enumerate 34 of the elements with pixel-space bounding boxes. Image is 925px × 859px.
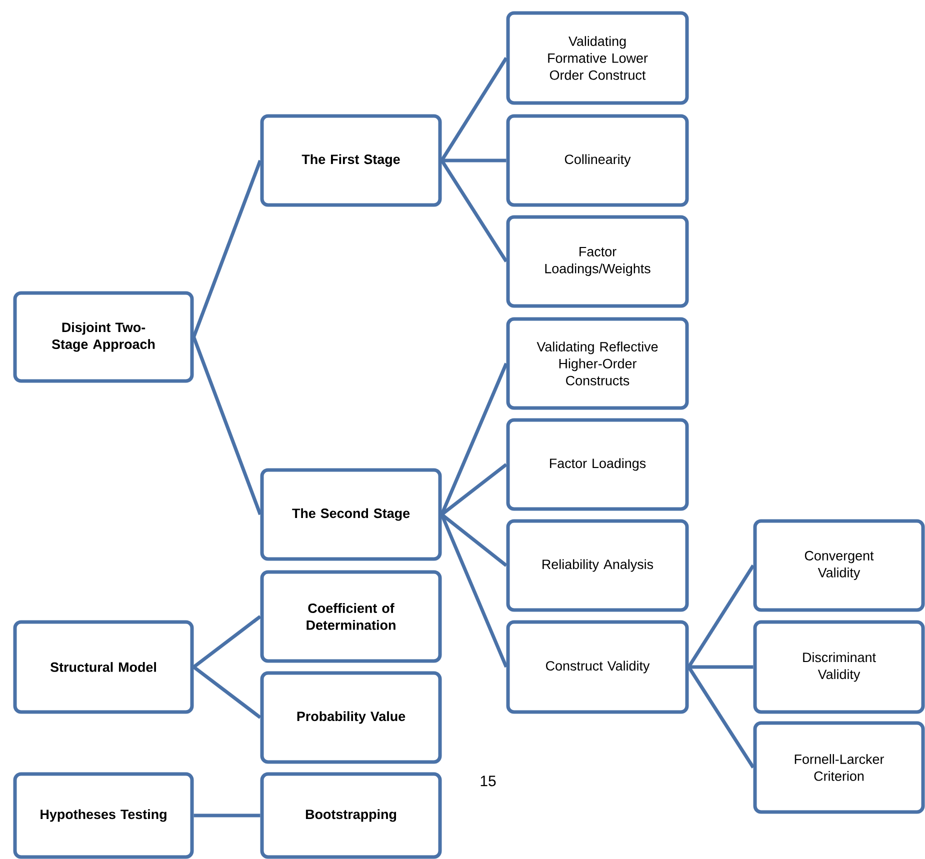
connector-line [440, 57, 508, 162]
connector-line [192, 336, 262, 516]
stage-box: The First Stage [260, 114, 442, 207]
item-box: Discriminant Validity [753, 620, 925, 714]
connector-line [192, 160, 262, 338]
connector-line [440, 463, 508, 516]
item-box: Factor Loadings [506, 418, 689, 511]
stage-box: Bootstrapping [260, 772, 442, 859]
stage-box: Hypotheses Testing [13, 772, 194, 859]
connector-line [440, 160, 508, 262]
connector-line [687, 564, 755, 668]
connector-line [194, 814, 260, 818]
stage-box: Coefficient of Determination [260, 570, 442, 663]
item-box: Collinearity [506, 114, 689, 207]
item-box: Reliability Analysis [506, 519, 689, 612]
item-box: Fornell-Larcker Criterion [753, 721, 925, 814]
connector-line [687, 666, 755, 768]
item-box: Construct Validity [506, 620, 689, 714]
stage-box: Probability Value [260, 671, 442, 764]
stage-box: Structural Model [13, 620, 194, 714]
connector-line [192, 615, 262, 668]
connector-line [442, 158, 506, 162]
item-box: Validating Reflective Higher-Order Constructs [506, 317, 689, 410]
item-box: Validating Formative Lower Order Construct [506, 11, 689, 105]
connector-line [192, 666, 262, 719]
connector-line [440, 362, 508, 516]
connector-line [688, 665, 754, 669]
connector-line [440, 514, 508, 668]
page-number: 15 [480, 776, 496, 786]
stage-box: The Second Stage [260, 468, 442, 561]
item-box: Convergent Validity [753, 519, 925, 612]
stage-box: Disjoint Two-Stage Approach [13, 291, 194, 383]
connector-line [440, 513, 508, 567]
item-box: Factor Loadings/Weights [506, 215, 689, 308]
